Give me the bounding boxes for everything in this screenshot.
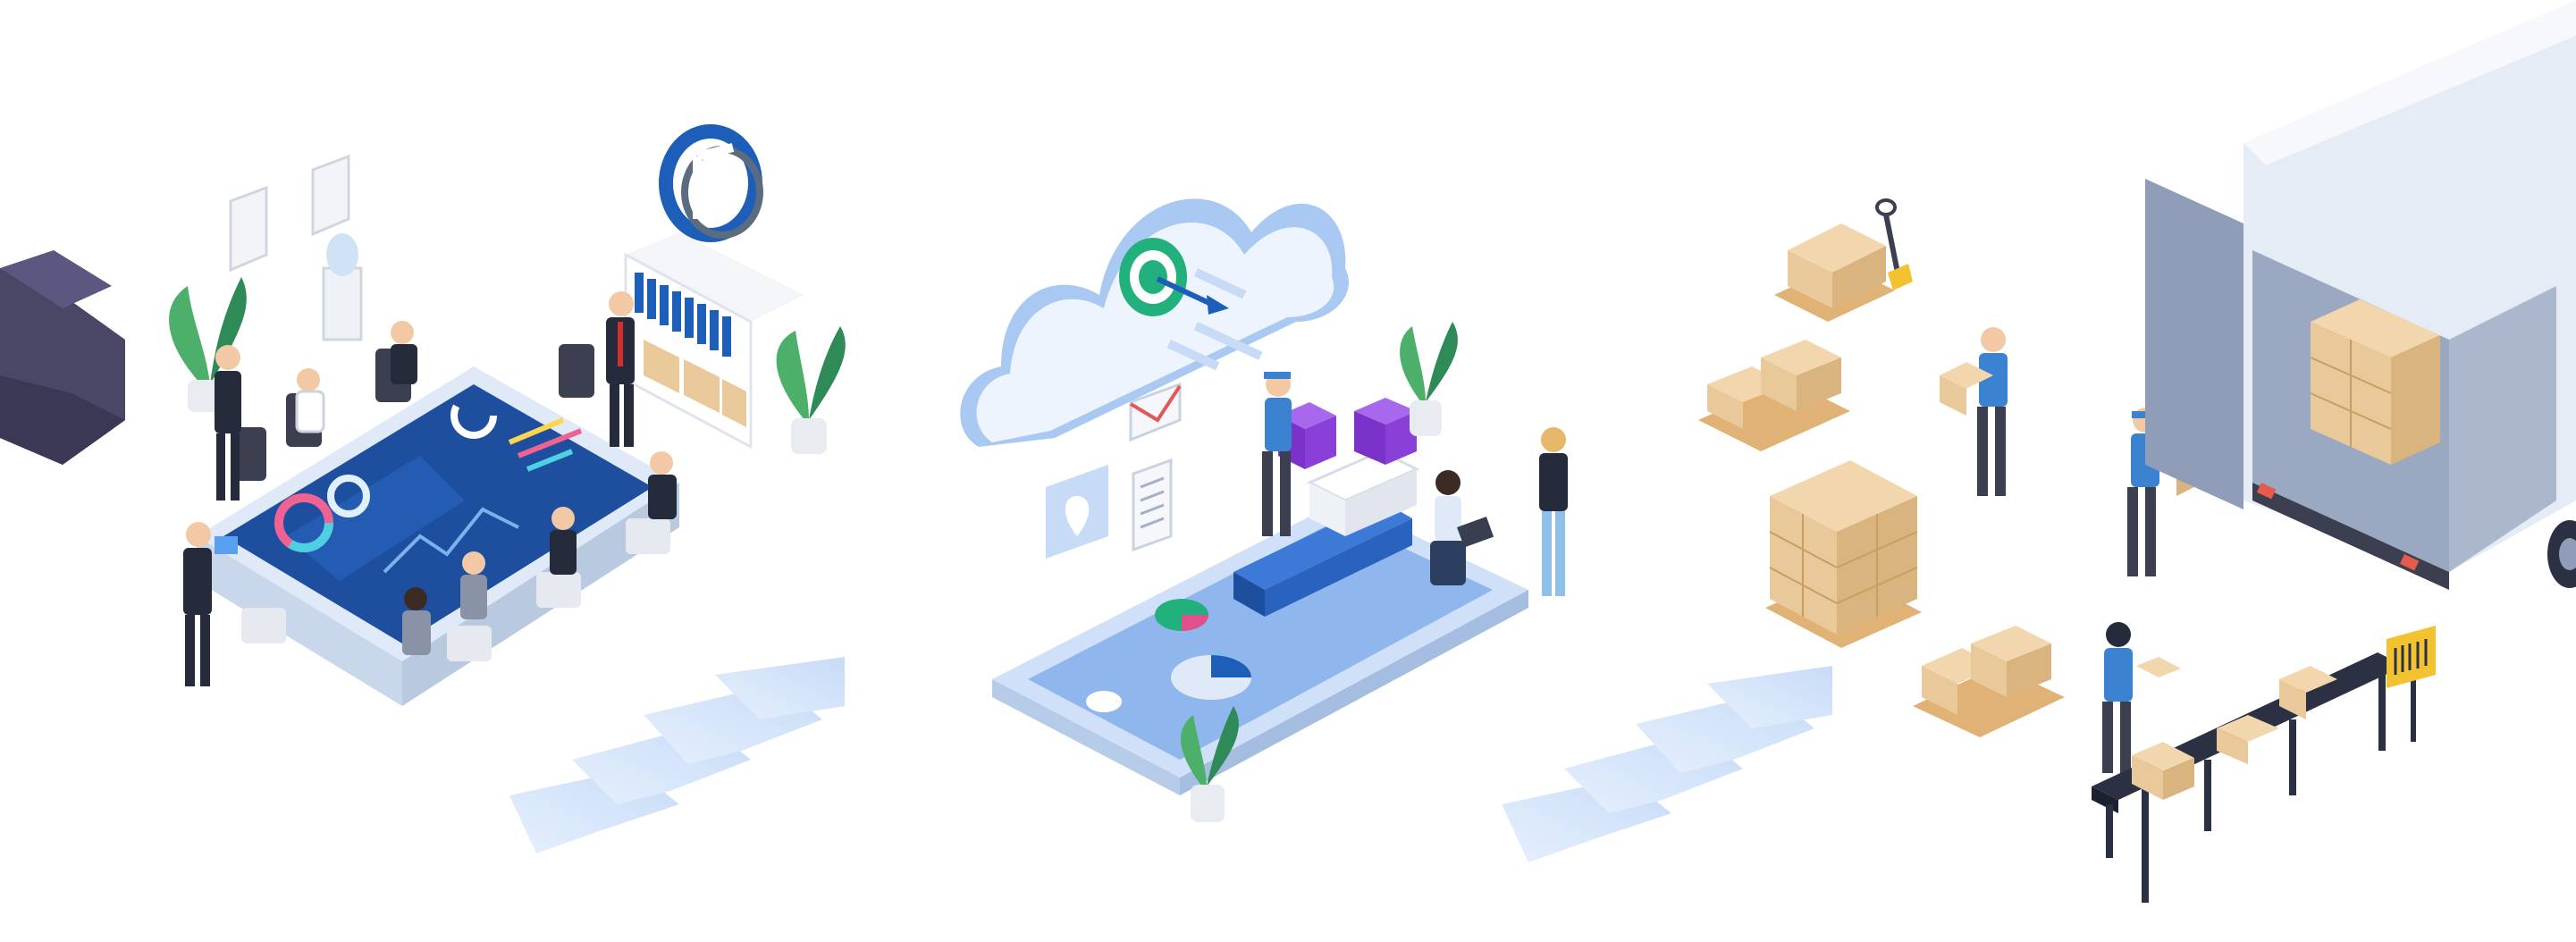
businessman-on-phone <box>606 291 635 447</box>
hand-pallet-truck-icon <box>1875 198 1913 290</box>
wall-frame-left <box>229 185 268 273</box>
business-people <box>183 291 677 686</box>
target-icon <box>1119 238 1229 316</box>
meeting-table <box>197 366 679 706</box>
wall-frame-right <box>311 154 350 237</box>
truck-cargo-boxes <box>2310 299 2440 465</box>
conveyor-belt <box>2092 652 2404 903</box>
delivery-truck-icon <box>2145 0 2576 590</box>
document-icon <box>1132 458 1173 552</box>
digital-cloud-operations-scene <box>960 198 1568 822</box>
chevron-arrows-right <box>1502 666 1832 862</box>
smartphone-platform <box>992 500 1528 795</box>
woman-with-laptop <box>1430 470 1494 585</box>
businessman-with-tablet <box>183 522 238 686</box>
pallet-boxes-bottom <box>1913 626 2065 737</box>
plant-cloud <box>1400 322 1458 436</box>
bookshelf <box>624 232 804 450</box>
business-meeting-scene <box>169 124 846 706</box>
plant-phone <box>1181 706 1239 822</box>
location-pin-icon <box>1046 465 1108 559</box>
woman-standing <box>1539 427 1568 596</box>
cloud-icon <box>960 198 1349 447</box>
warehouse-worker-conveyor <box>2102 622 2181 773</box>
circular-f-logo-icon <box>659 124 763 242</box>
warehouse-logistics-scene <box>1698 0 2576 903</box>
pie-chart-icon <box>1171 655 1251 700</box>
pallet-boxes-mid-left <box>1698 340 1850 451</box>
email-icon <box>1129 382 1182 442</box>
3d-pie-chart-icon <box>1155 599 1208 631</box>
water-cooler <box>322 233 363 341</box>
barcode-scanner-icon <box>2387 626 2436 742</box>
businessman-standing <box>215 345 241 500</box>
purple-cube-icon <box>1354 398 1417 465</box>
pallet-boxes-large-stack <box>1765 460 1922 648</box>
pallet-boxes-top <box>1774 223 1895 322</box>
chevron-arrows-left <box>509 657 845 854</box>
sofa <box>0 250 125 465</box>
plant-right <box>776 326 846 454</box>
white-box-icon <box>1306 450 1420 536</box>
delivery-worker <box>1262 372 1292 536</box>
warehouse-worker-carrying-box <box>1940 327 2008 496</box>
donut-chart-icon <box>327 475 370 517</box>
